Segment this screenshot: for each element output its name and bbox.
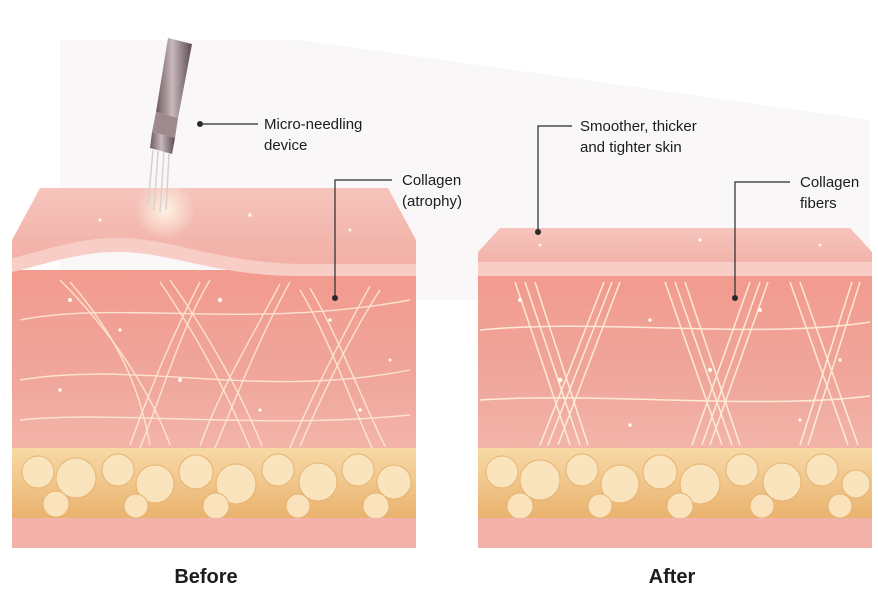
before-needle-glow [135, 180, 195, 240]
after-bottom-band [478, 518, 872, 548]
smoother-skin-label-line1: Smoother, thicker [580, 116, 697, 137]
device-label: Micro-needling device [264, 114, 362, 156]
smoother-skin-label-line2: and tighter skin [580, 137, 697, 158]
device-label-line2: device [264, 135, 362, 156]
after-skin-block [478, 228, 872, 548]
collagen-fibers-label: Collagen fibers [800, 172, 859, 214]
before-caption: Before [136, 566, 276, 589]
after-caption: After [602, 566, 742, 589]
before-dermis [12, 270, 416, 460]
device-label-line1: Micro-needling [264, 114, 362, 135]
collagen-fibers-label-line2: fibers [800, 193, 859, 214]
collagen-atrophy-label-line2: (atrophy) [402, 191, 462, 212]
after-epidermis-edge [478, 262, 872, 276]
before-bottom-band [12, 518, 416, 548]
collagen-atrophy-label-line1: Collagen [402, 170, 462, 191]
collagen-atrophy-label: Collagen (atrophy) [402, 170, 462, 212]
before-skin-block [12, 180, 416, 548]
smoother-skin-label: Smoother, thicker and tighter skin [580, 116, 697, 158]
collagen-fibers-label-line1: Collagen [800, 172, 859, 193]
